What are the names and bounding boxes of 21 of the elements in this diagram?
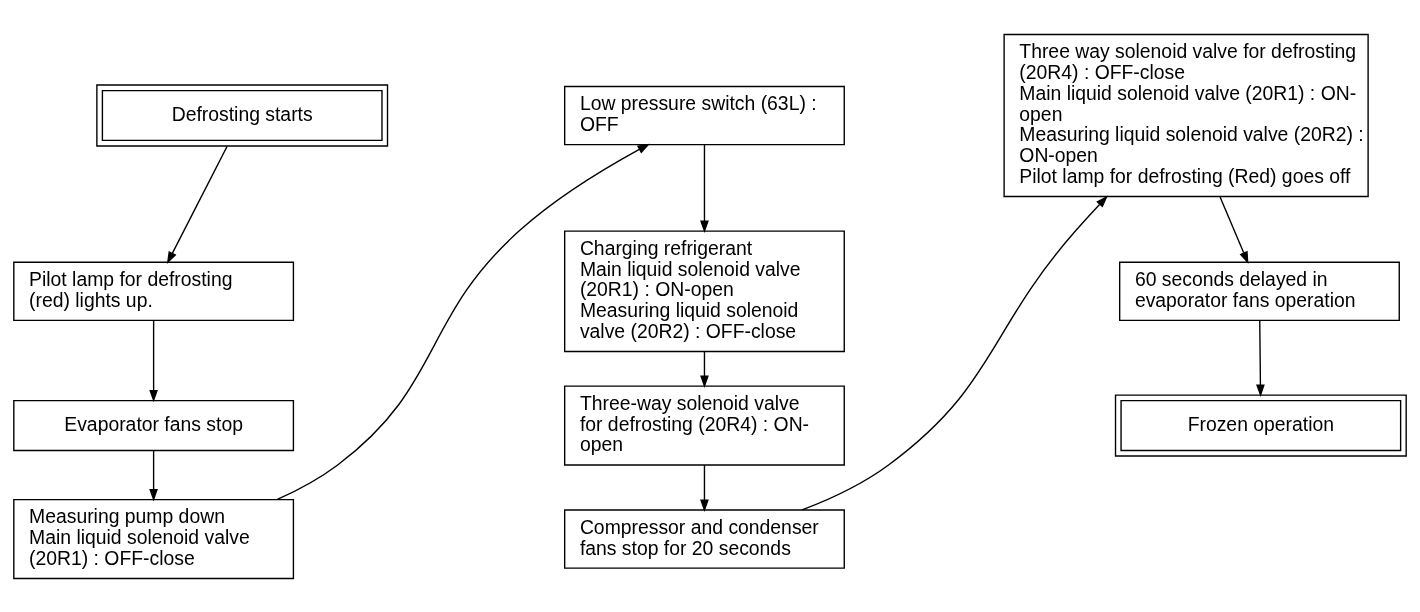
arrow	[1256, 319, 1265, 397]
node-box: Frozen operation	[1114, 393, 1407, 457]
arrow	[700, 463, 709, 512]
arrow	[276, 143, 650, 500]
node-box: 60 seconds delayed in evaporator fans operation	[1119, 261, 1400, 321]
node-box: Three way solenoid valve for defrosting (20R4) : OFF-close Main liquid solenoid valve (20R1) : ON-open Measuring liquid solenoid valve (20R2) : ON-open Pilot lamp for defrosting (Red) goes off	[1003, 33, 1369, 197]
arrow	[801, 195, 1108, 511]
node-box: Evaporator fans stop	[13, 399, 295, 451]
node-box: Low pressure switch (63L) : OFF	[564, 85, 845, 145]
node-box: Three-way solenoid valve for defrosting (20R4) : ON-open	[564, 384, 845, 466]
arrow	[149, 319, 158, 402]
arrow	[700, 350, 709, 388]
arrow	[166, 145, 228, 264]
arrow	[1219, 195, 1249, 264]
arrow	[700, 143, 709, 233]
node-box: Measuring pump down Main liquid solenoid valve (20R1) : OFF-close	[13, 498, 295, 579]
node-box: Pilot lamp for defrosting (red) lights up.	[13, 261, 295, 321]
node-box: Compressor and condenser fans stop for 20 seconds	[564, 508, 845, 569]
node-box: Charging refrigerant Main liquid solenoid valve (20R1) : ON-open Measuring liquid solenoid valve (20R2) : OFF-close	[564, 229, 845, 352]
node-box: Defrosting starts	[96, 83, 389, 147]
arrow	[149, 449, 158, 501]
